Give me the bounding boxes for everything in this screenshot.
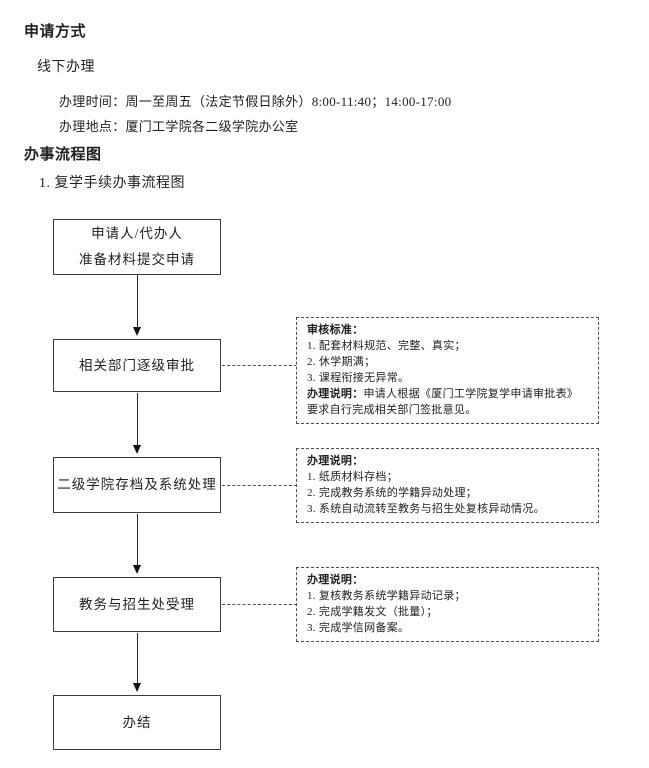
annotation-item: 2. 完成教务系统的学籍异动处理；: [307, 487, 478, 499]
dashed-connector: [222, 485, 297, 486]
annotation-item: 1. 纸质材料存档；: [307, 471, 398, 483]
annotation-item: 3. 完成学信网备案。: [307, 622, 410, 634]
annotation-registrar-instructions: 办理说明： 1. 复核教务系统学籍异动记录； 2. 完成学籍发文（批量）； 3.…: [296, 567, 599, 642]
annotation-note-label: 办理说明：: [307, 388, 364, 400]
flow-step-label: 办结: [122, 714, 152, 730]
flow-arrow-stem: [137, 275, 138, 327]
annotation-review-criteria: 审核标准： 1. 配套材料规范、完整、真实； 2. 休学期满； 3. 课程衔接无…: [296, 317, 599, 424]
flow-step-submit-application: 申请人/代办人 准备材料提交申请: [53, 219, 221, 275]
annotation-item: 1. 配套材料规范、完整、真实；: [307, 340, 466, 352]
flow-step-line1: 申请人/代办人: [91, 226, 183, 241]
annotation-item: 2. 休学期满；: [307, 356, 376, 368]
annotation-item: 3. 课程衔接无异常。: [307, 372, 410, 384]
section-heading-flowchart: 办事流程图: [24, 147, 102, 163]
annotation-item: 1. 复核教务系统学籍异动记录；: [307, 590, 466, 602]
flow-step-registrar-acceptance: 教务与招生处受理: [53, 577, 221, 632]
dashed-connector: [222, 365, 297, 366]
section-heading-apply-method: 申请方式: [24, 24, 87, 40]
annotation-item: 2. 完成学籍发文（批量）；: [307, 606, 438, 618]
flow-step-completed: 办结: [53, 695, 221, 750]
service-location-text: 办理地点：厦门工学院各二级学院办公室: [59, 119, 299, 134]
annotation-note-text: 申请人根据《厦门工学院复学申请审批表》要求自行完成相关部门签批意见。: [307, 388, 579, 416]
flow-arrow-stem: [137, 393, 138, 445]
flow-step-line2: 准备材料提交申请: [79, 252, 195, 267]
flow-arrow-stem: [137, 633, 138, 683]
apply-mode-text: 线下办理: [37, 60, 95, 75]
flow-step-label: 二级学院存档及系统处理: [57, 477, 217, 492]
down-arrow-icon: [133, 327, 141, 336]
down-arrow-icon: [133, 683, 141, 692]
flow-step-department-approval: 相关部门逐级审批: [53, 339, 221, 392]
annotation-heading: 审核标准：: [307, 324, 364, 336]
annotation-heading: 办理说明：: [307, 455, 364, 467]
dashed-connector: [222, 604, 297, 605]
annotation-item: 3. 系统自动流转至教务与招生处复核异动情况。: [307, 503, 545, 515]
flow-arrow-stem: [137, 514, 138, 565]
down-arrow-icon: [133, 565, 141, 574]
flow-step-college-archive: 二级学院存档及系统处理: [53, 457, 221, 513]
flowchart-subtitle: 1. 复学手续办事流程图: [39, 176, 185, 191]
flow-step-label: 相关部门逐级审批: [79, 357, 195, 373]
flow-step-label: 教务与招生处受理: [79, 596, 195, 612]
annotation-note: 办理说明：申请人根据《厦门工学院复学申请审批表》要求自行完成相关部门签批意见。: [307, 386, 588, 418]
annotation-college-instructions: 办理说明： 1. 纸质材料存档； 2. 完成教务系统的学籍异动处理； 3. 系统…: [296, 448, 599, 523]
annotation-heading: 办理说明：: [307, 574, 364, 586]
service-time-text: 办理时间：周一至周五（法定节假日除外）8:00-11:40；14:00-17:0…: [59, 94, 452, 109]
down-arrow-icon: [133, 445, 141, 454]
